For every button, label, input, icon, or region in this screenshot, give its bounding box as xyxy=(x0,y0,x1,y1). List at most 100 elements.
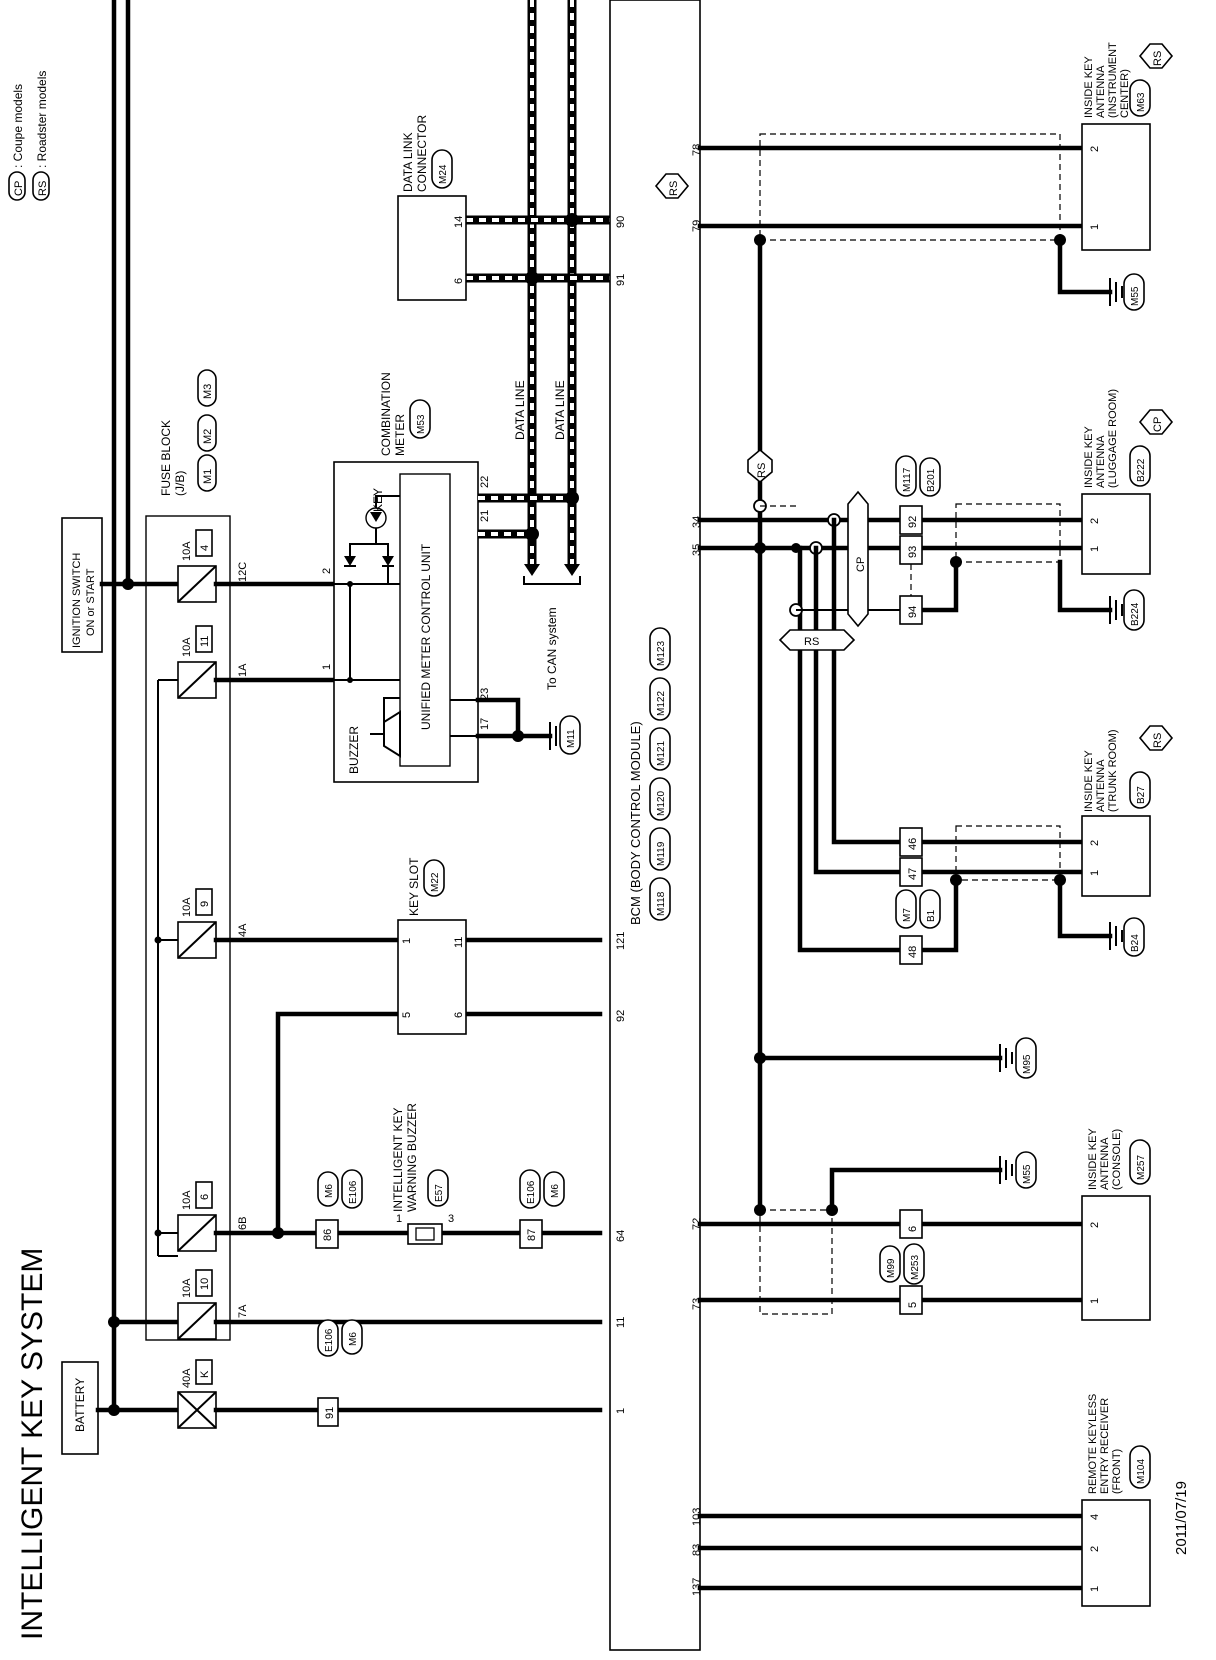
fuse-10a-6: 10A 6 xyxy=(177,1181,217,1252)
ground-m55-top: M55 xyxy=(1109,273,1145,311)
fuse-6-id: 6 xyxy=(199,1194,211,1200)
meter-pin-17: 17 xyxy=(479,718,491,730)
antenna-luggage-label-2: ANTENNA xyxy=(1095,435,1107,488)
receiver-pin-4: 4 xyxy=(1089,1514,1101,1520)
antenna-instrument-center: 2 1 INSIDE KEY ANTENNA (INSTRUMENT CENTE… xyxy=(1081,42,1174,251)
fuse-4-id: 4 xyxy=(199,545,211,551)
harness-conn-91: 91 E106 M6 xyxy=(317,1319,363,1427)
legend-cp-text: : Coupe models xyxy=(11,84,25,168)
fuse-6-rating: 10A xyxy=(181,1190,193,1210)
meter-pin-21: 21 xyxy=(479,510,491,522)
antenna-console-label-1: INSIDE KEY xyxy=(1087,1128,1099,1190)
key-slot-pin-5: 5 xyxy=(401,1012,413,1018)
antenna-trunk-room: 2 1 INSIDE KEY ANTENNA (TRUNK ROOM) B27 … xyxy=(1081,725,1174,897)
bcm-pin-79: 79 xyxy=(691,220,703,232)
bcm-pin-121: 121 xyxy=(615,932,627,950)
fuse-4-rating: 10A xyxy=(181,541,193,561)
terminal-6b: 6B xyxy=(237,1217,249,1230)
receiver-connector: M104 xyxy=(1136,1459,1147,1484)
terminal-12c: 12C xyxy=(237,562,249,582)
remote-keyless-receiver: 4 2 1 REMOTE KEYLESS ENTRY RECEIVER (FRO… xyxy=(1081,1394,1151,1607)
antenna-trunk-pin-1: 1 xyxy=(1089,870,1101,876)
data-line-label-1: DATA LINE xyxy=(513,380,527,440)
fuse-10a-11: 10A 11 xyxy=(177,625,217,699)
harness-conn-87: 87 E106 M6 xyxy=(519,1169,565,1249)
meter-label-1: COMBINATION xyxy=(379,372,393,456)
antenna-luggage-room: 2 1 INSIDE KEY ANTENNA (LUGGAGE ROOM) B2… xyxy=(1081,389,1174,575)
bcm-label: BCM (BODY CONTROL MODULE) xyxy=(628,721,643,925)
dlc-connector: M24 xyxy=(438,164,449,184)
cp-tag-text: CP xyxy=(855,557,867,572)
receiver-label-2: ENTRY RECEIVER xyxy=(1099,1398,1111,1494)
fuse-40a-rating: 40A xyxy=(181,1368,193,1388)
joint-m7-b1: 46 47 48 M7 B1 xyxy=(895,827,941,965)
ground-b24: B24 xyxy=(1109,917,1145,957)
bcm-pin-91: 91 xyxy=(615,274,627,286)
ground-b224-label: B224 xyxy=(1130,602,1141,626)
terminal-1a: 1A xyxy=(237,663,249,677)
joint-m7-tag-1: M7 xyxy=(902,908,913,922)
antenna-instrument-label-4: CENTER) xyxy=(1119,69,1131,118)
joint-m7-tag-2: B1 xyxy=(926,909,937,922)
receiver-pin-2: 2 xyxy=(1089,1546,1101,1552)
antenna-console-pin-1: 1 xyxy=(1089,1298,1101,1304)
warning-buzzer-pin-3: 3 xyxy=(448,1213,454,1225)
fuse-block-box xyxy=(145,515,231,1341)
page-title: INTELLIGENT KEY SYSTEM xyxy=(16,1248,49,1640)
data-line-label-2: DATA LINE xyxy=(553,380,567,440)
ground-m55-bottom-label: M55 xyxy=(1022,1164,1033,1184)
meter-unit-label: UNIFIED METER CONTROL UNIT xyxy=(419,543,433,730)
receiver-label-1: REMOTE KEYLESS xyxy=(1087,1394,1099,1494)
harness-conn-87-tag-2: M6 xyxy=(550,1184,561,1198)
fuse-11-id: 11 xyxy=(199,636,211,647)
terminal-4a: 4A xyxy=(237,923,249,937)
joint-m99-pin-6: 6 xyxy=(907,1226,919,1232)
joint-m117-b201: 92 93 94 M117 B201 xyxy=(895,455,941,625)
joint-m99-tag-1: M99 xyxy=(886,1258,897,1278)
bcm-conn-m121: M121 xyxy=(656,741,667,766)
antenna-luggage-label-3: (LUGGAGE ROOM) xyxy=(1107,389,1119,488)
fuse-block-label-2: (J/B) xyxy=(173,471,187,496)
key-slot: 1 11 5 6 KEY SLOT M22 xyxy=(397,857,467,1035)
terminal-7a: 7A xyxy=(237,1304,249,1318)
bcm-pin-103: 103 xyxy=(691,1508,703,1526)
dlc-label-1: DATA LINK xyxy=(401,132,415,192)
bcm-pin-92: 92 xyxy=(615,1010,627,1022)
antenna-instrument-tag: RS xyxy=(1152,51,1164,66)
dlc-label-2: CONNECTOR xyxy=(415,115,429,192)
fuse-10a-10: 10A 10 xyxy=(177,1269,217,1340)
fuse-block-conn-m1: M1 xyxy=(202,469,214,484)
antenna-trunk-label-3: (TRUNK ROOM) xyxy=(1107,730,1119,813)
key-slot-pin-6: 6 xyxy=(453,1012,465,1018)
key-slot-pin-1: 1 xyxy=(401,938,413,944)
antenna-instrument-connector: M63 xyxy=(1136,92,1147,112)
fuse-block-label-1: FUSE BLOCK xyxy=(159,420,173,496)
meter-pin-22: 22 xyxy=(479,476,491,488)
bcm-pin-72: 72 xyxy=(691,1218,703,1230)
bcm-pin-137: 137 xyxy=(691,1578,703,1596)
cp-tag: CP xyxy=(847,490,869,628)
meter-pin-2: 2 xyxy=(321,568,333,574)
harness-conn-86-pin: 86 xyxy=(322,1229,334,1241)
bcm-pin-64: 64 xyxy=(615,1230,627,1242)
warning-buzzer-label-1: INTELLIGENT KEY xyxy=(391,1108,405,1212)
battery-box xyxy=(61,1361,99,1455)
meter-buzzer-label: BUZZER xyxy=(347,726,361,774)
receiver-label-3: (FRONT) xyxy=(1111,1449,1123,1494)
to-can-label: To CAN system xyxy=(545,607,559,690)
antenna-trunk-label-1: INSIDE KEY xyxy=(1083,750,1095,812)
joint-m117-pin-93: 93 xyxy=(907,546,919,558)
warning-buzzer-connector: E57 xyxy=(434,1184,445,1202)
key-slot-connector: M22 xyxy=(430,872,441,892)
rs-tag-mid: RS xyxy=(747,448,773,484)
legend-rs-tag: RS xyxy=(37,181,49,196)
fuse-10a-4: 10A 4 xyxy=(177,529,217,603)
ground-m11-label: M11 xyxy=(566,729,577,748)
fuse-10-id: 10 xyxy=(199,1278,211,1290)
harness-conn-86-tag-1: M6 xyxy=(324,1184,335,1198)
key-slot-label: KEY SLOT xyxy=(407,857,421,916)
rs-tag-bundle-text: RS xyxy=(804,636,819,648)
joint-m99-m253: 6 5 M99 M253 xyxy=(879,1209,925,1315)
antenna-instrument-pin-1: 1 xyxy=(1089,224,1101,230)
antenna-instrument-label-1: INSIDE KEY xyxy=(1083,56,1095,118)
